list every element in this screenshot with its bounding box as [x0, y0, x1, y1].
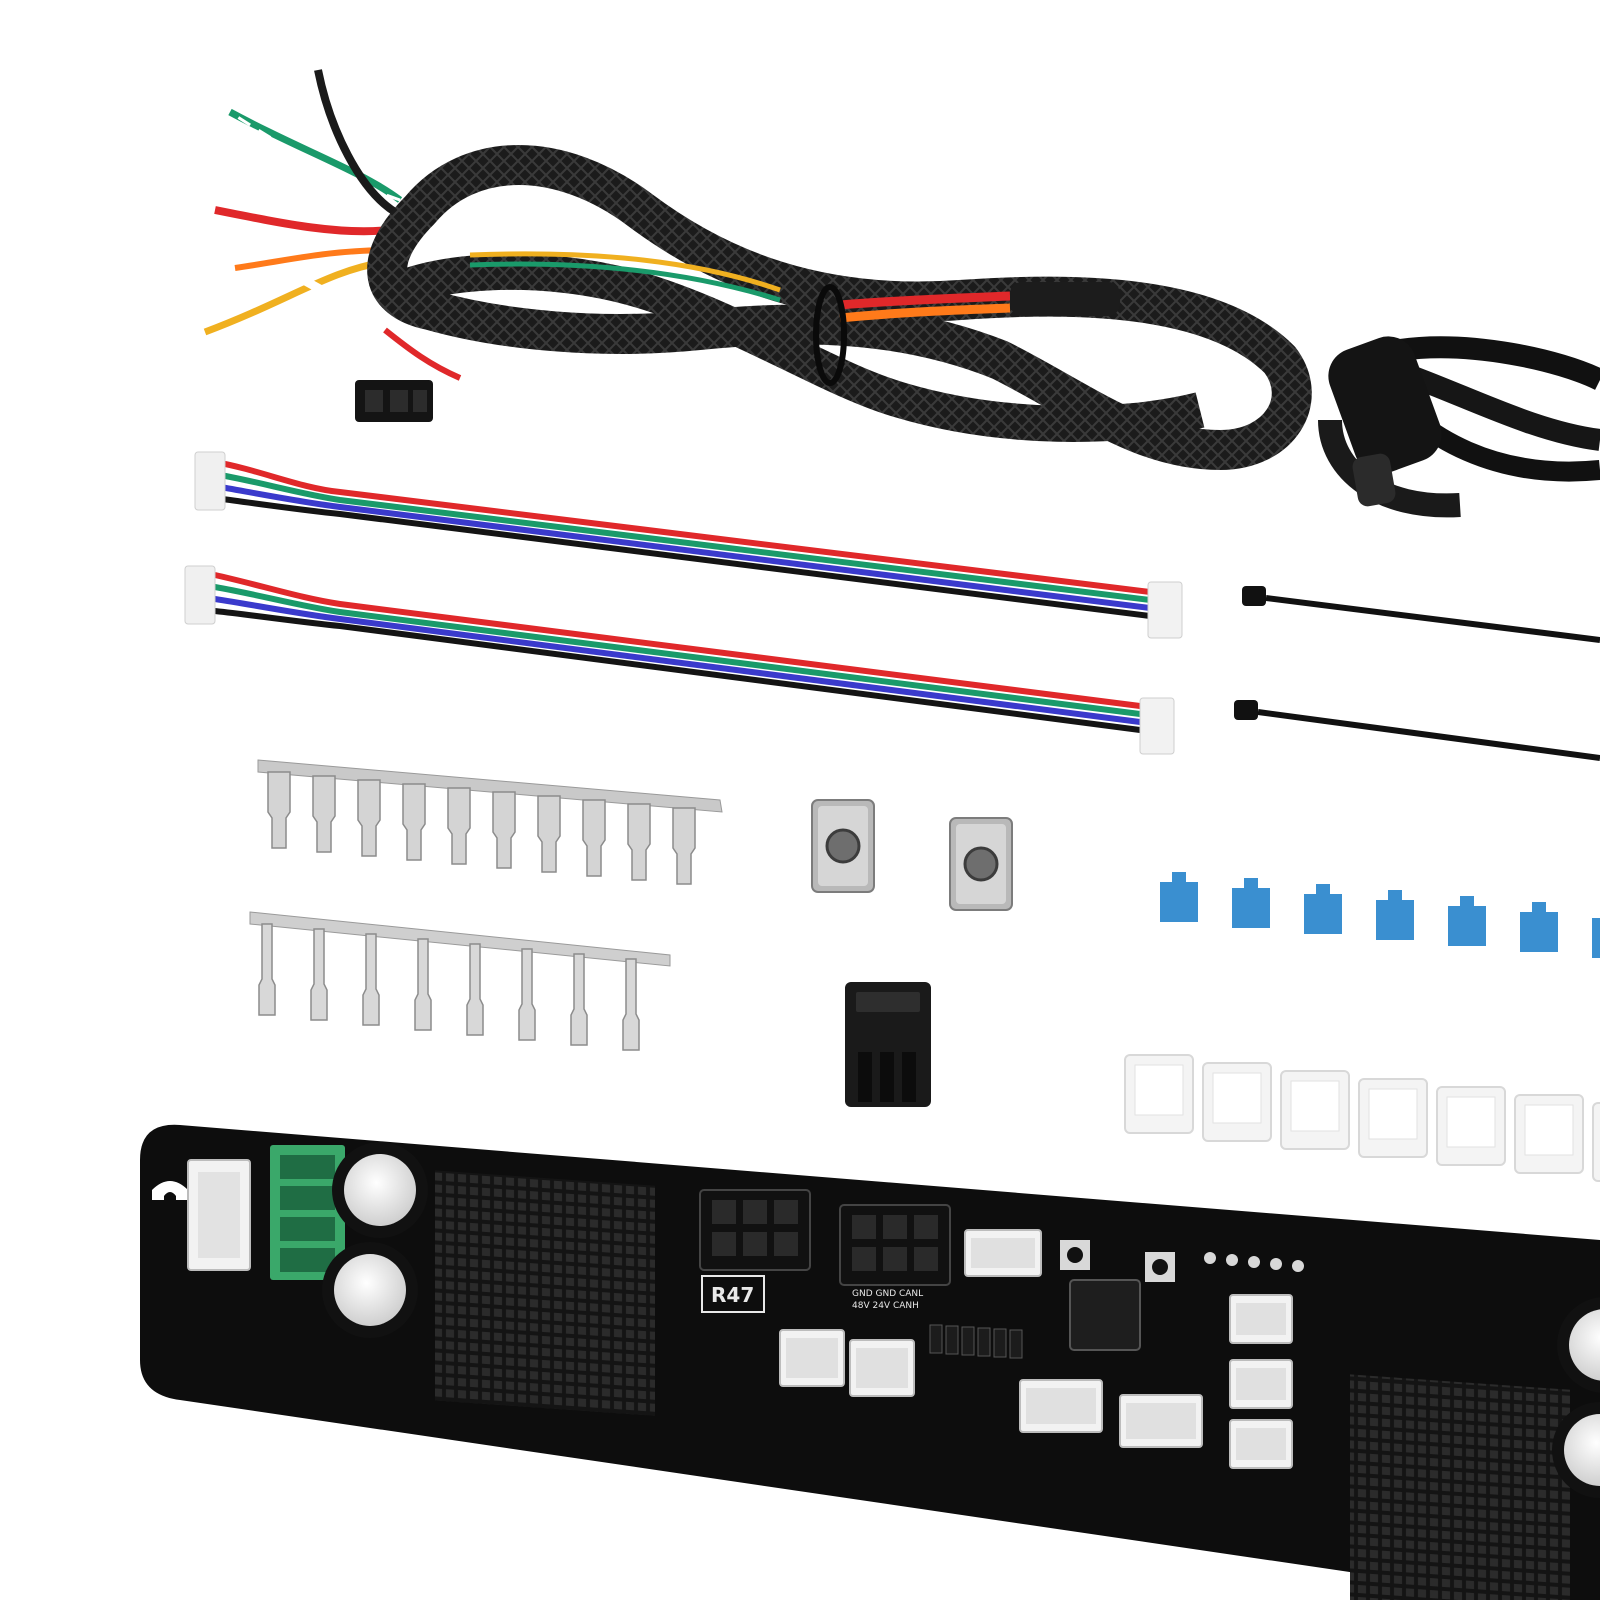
blue-jumper [1304, 884, 1342, 934]
white-connector-housing [1202, 1062, 1272, 1142]
black-connector-housing [845, 982, 931, 1107]
crimp-terminal [518, 948, 536, 1041]
loose-wire-ends [203, 69, 462, 381]
blue-jumper [1232, 878, 1270, 928]
pcb-jst-connector [1119, 1394, 1203, 1448]
white-connector-housings [1124, 1054, 1600, 1182]
usb-c-plug [1328, 336, 1442, 474]
header-pin [1226, 1254, 1238, 1266]
crimp-terminal [447, 787, 471, 865]
crimp-terminal [312, 775, 336, 853]
crimp-terminal [582, 799, 606, 877]
electrolytic-capacitor [1552, 1402, 1600, 1498]
header-pin [1292, 1260, 1304, 1272]
header-pin [1009, 1329, 1023, 1359]
zip-tie-bottom [1234, 700, 1600, 761]
board-label-pins-top: GND GND CANL [852, 1289, 923, 1299]
cable-braid-loop [367, 145, 1312, 470]
blue-jumper-row [1160, 872, 1600, 958]
usb-c-plug-tip [1352, 453, 1396, 507]
crimp-terminal-strip-male [249, 911, 671, 1051]
t-nut [811, 799, 875, 893]
heat-shrink-sleeve [1010, 282, 1120, 316]
crimp-terminal [492, 791, 516, 869]
jst-plug-right [1139, 697, 1175, 755]
usb-c-cable [1318, 336, 1600, 518]
r47-label-box [701, 1275, 765, 1313]
pcb-jst-connector [1019, 1379, 1103, 1433]
electrolytic-capacitor [322, 1242, 418, 1338]
green-terminal-block [270, 1145, 345, 1280]
header-pin [1248, 1256, 1260, 1268]
blue-jumper [1592, 918, 1600, 958]
jst-plug-right [1147, 581, 1183, 639]
header-pin [929, 1324, 943, 1354]
crimp-terminal [258, 923, 276, 1016]
mounting-slot [152, 1181, 188, 1200]
crimp-terminal-strip-female [257, 759, 723, 885]
pcb-jst-connector [964, 1229, 1042, 1277]
white-connector-housing [1358, 1078, 1428, 1158]
white-connector-housing [1514, 1094, 1584, 1174]
reset-button [1060, 1240, 1090, 1270]
t-nut [949, 817, 1013, 911]
crimp-terminal [267, 771, 291, 849]
header-pin [1270, 1258, 1282, 1270]
white-connector-housing [1592, 1102, 1600, 1182]
white-connector-housing [1436, 1086, 1506, 1166]
crimp-terminal [672, 807, 696, 885]
four-pin-cable-top [194, 451, 1183, 639]
header-pin-row [929, 1252, 1304, 1359]
heatsink-right [1350, 1374, 1570, 1600]
crimp-terminal [537, 795, 561, 873]
electrolytic-capacitor [1557, 1297, 1600, 1393]
white-connector-housing [1124, 1054, 1194, 1134]
crimp-terminal [357, 779, 381, 857]
power-connector-2x3 [699, 1189, 811, 1271]
electrolytic-capacitor [332, 1142, 428, 1238]
crimp-terminal [310, 928, 328, 1021]
header-pin [945, 1325, 959, 1355]
crimp-terminal [466, 943, 484, 1036]
four-pin-cable-bottom [184, 565, 1175, 755]
board-label-pins-bottom: 48V 24V CANH [852, 1301, 919, 1311]
pcb-jst-connector [779, 1329, 845, 1387]
pcb-jst-connector [1229, 1359, 1293, 1409]
pcb-jst-connector [187, 1159, 251, 1271]
crimp-terminal [414, 938, 432, 1031]
pcb-jst-connector [1229, 1294, 1293, 1344]
pcb-jst-connector [1229, 1419, 1293, 1469]
boot-button [1145, 1252, 1175, 1282]
braided-cable-bundle [203, 69, 1312, 470]
mcu-chip [1069, 1279, 1141, 1351]
blue-jumper [1376, 890, 1414, 940]
power-connector-2x3 [839, 1204, 951, 1286]
crimp-terminal [570, 953, 588, 1046]
blue-jumper [1520, 902, 1558, 952]
blue-jumper [1448, 896, 1486, 946]
blue-jumper [1160, 872, 1198, 922]
pcb-jst-connector-row [779, 1229, 1293, 1469]
toolhead-pcb-board: R47 GND GND CANL 48V 24V CANH [140, 1124, 1600, 1600]
header-pin [961, 1326, 975, 1356]
crimp-terminal [627, 803, 651, 881]
header-pin [977, 1327, 991, 1357]
heatsink-left [435, 1170, 655, 1416]
white-connector-housing [1280, 1070, 1350, 1150]
crimp-terminal [402, 783, 426, 861]
header-pin [1204, 1252, 1216, 1264]
board-label-r47: R47 [711, 1283, 754, 1307]
jst-plug-left [194, 451, 226, 511]
zip-tie-top [1242, 586, 1600, 643]
jst-plug-left [184, 565, 216, 625]
cable-braid-lower [369, 253, 1205, 442]
crimp-terminal [362, 933, 380, 1026]
cable-ring-band [813, 284, 847, 386]
crimp-terminal [622, 958, 640, 1051]
header-pin [993, 1328, 1007, 1358]
pcb-jst-connector [849, 1339, 915, 1397]
